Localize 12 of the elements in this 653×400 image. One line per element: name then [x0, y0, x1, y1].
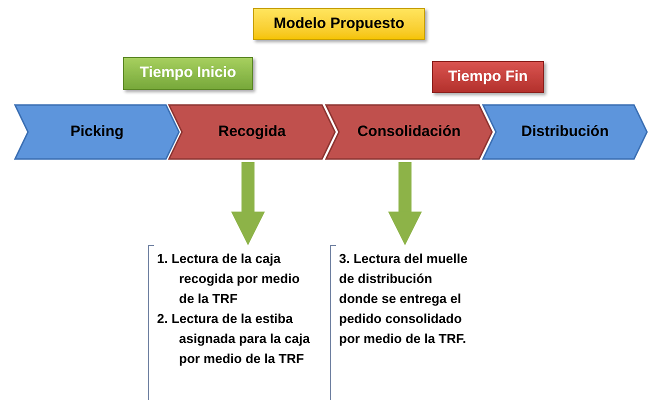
note-text: 2. Lectura de la estiba asignada para la caja por medio de la TRF	[157, 310, 311, 368]
note-text: 3. Lectura del muelle de distribución donde se entrega el pedido consolidado por medio de la TRF.	[339, 250, 469, 348]
note-text: 1. Lectura de la caja recogida por medio de la TRF	[157, 250, 301, 308]
label-tag: Tiempo Fin	[432, 61, 544, 93]
label-tag: Tiempo Inicio	[123, 57, 253, 90]
label-tag: Modelo Propuesto	[253, 8, 425, 40]
down-arrow	[388, 162, 422, 246]
step-label: Consolidación	[357, 122, 461, 142]
step-label: Picking	[70, 122, 124, 142]
step-label: Distribución	[521, 122, 609, 142]
down-arrow	[231, 162, 265, 246]
step-label: Recogida	[218, 122, 286, 142]
